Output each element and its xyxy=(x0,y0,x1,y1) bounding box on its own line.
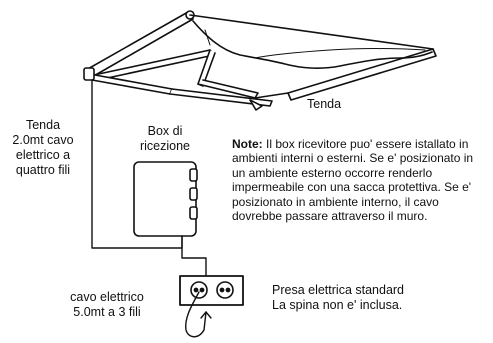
plug-cable xyxy=(184,291,207,338)
awning-label: Tenda xyxy=(307,97,342,111)
installation-note: Note: Il box ricevitore puo' essere ista… xyxy=(232,137,484,223)
note-text: Il box ricevitore puo' essere istallato … xyxy=(232,137,474,224)
power-cable-label-line-1: cavo elettrico xyxy=(70,290,144,304)
outlet-label: Presa elettrica standard La spina non e'… xyxy=(272,283,404,313)
power-cable-label: cavo elettrico 5.0mt a 3 fili xyxy=(52,290,162,320)
outlet-cable xyxy=(181,235,207,277)
awning-cable-label-line-3: elettrico a xyxy=(15,148,71,162)
awning-cable-label-line-1: Tenda xyxy=(25,118,61,132)
receiver-box-label-line-1: Box di xyxy=(147,124,183,138)
awning-cable-label-line-2: 2.0mt cavo xyxy=(12,133,74,147)
power-cable-label-line-2: 5.0mt a 3 fili xyxy=(73,305,141,319)
outlet-label-line-2: La spina non e' inclusa. xyxy=(272,298,403,312)
receiver-box-label: Box di ricezione xyxy=(125,124,205,154)
awning-drawing xyxy=(83,10,437,111)
awning-cable-label-line-4: quattro fili xyxy=(15,163,71,177)
outlet-label-line-1: Presa elettrica standard xyxy=(272,283,405,297)
awning-cable-label: Tenda 2.0mt cavo elettrico a quattro fil… xyxy=(2,118,84,178)
power-outlet xyxy=(179,275,244,306)
note-heading: Note: xyxy=(232,137,263,151)
plug-arrow-icon xyxy=(200,311,212,319)
receiver-box xyxy=(133,161,198,237)
receiver-box-label-line-2: ricezione xyxy=(139,139,191,153)
